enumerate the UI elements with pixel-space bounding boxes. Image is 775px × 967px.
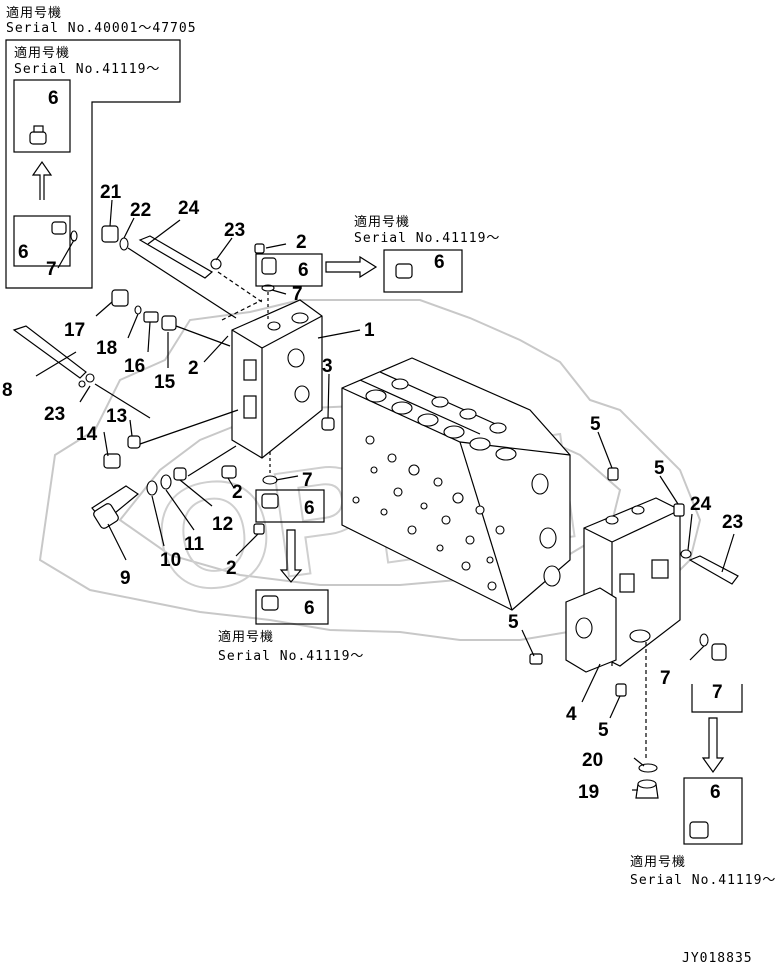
callout-23: 24 [690,494,712,515]
note-serial-40001: 適用号機 Serial No.40001～47705 [5,5,197,289]
svg-text:Serial No.41119～: Serial No.41119～ [354,231,500,246]
callout-6: 7 [712,682,723,703]
arrow-down-icon [701,717,725,774]
arrow-down-icon [279,529,303,583]
callout-18: 19 [578,782,599,803]
svg-text:6: 6 [18,242,29,263]
plug-part-icon [51,221,78,242]
note-serial: Serial No.40001～47705 [6,21,197,36]
svg-text:Serial No.41119～: Serial No.41119～ [218,649,364,664]
svg-text:適用号機: 適用号機 [14,45,70,61]
svg-text:6: 6 [434,252,445,273]
callout-5: 5 [598,720,609,741]
callout-15: 16 [124,356,145,377]
callout-7: 7 [660,668,671,689]
drawing-code: JY018835 [682,951,753,966]
callout-11: 12 [212,514,233,535]
callout-7: 7 [292,284,303,305]
svg-text:適用号機: 適用号機 [354,214,410,230]
callout-16: 17 [64,320,85,341]
callout-7: 7 [302,470,313,491]
callout-12: 13 [106,406,127,427]
callout-21: 22 [130,200,151,221]
callout-24: 24 [178,198,200,219]
callout-1: 1 [364,320,375,341]
callout-19: 20 [582,750,603,771]
svg-text:7: 7 [46,259,57,280]
leader-lines [35,199,735,791]
svg-text:適用号機: 適用号機 [630,854,686,870]
callout-13: 14 [76,424,98,445]
callout-23: 23 [224,220,245,241]
port-holes [352,378,561,591]
svg-text:Serial No.41119～: Serial No.41119～ [14,62,160,77]
callout-5: 5 [508,612,519,633]
callout-labels: 1 2 2 2 2 3 4 5 5 5 5 7 7 7 7 9 10 11 12… [2,182,743,803]
callout-17: 18 [96,338,117,359]
callout-3: 3 [322,356,333,377]
callout-5: 5 [654,458,665,479]
callout-10: 11 [184,534,205,555]
svg-text:6: 6 [304,598,315,619]
callout-2: 2 [226,558,237,579]
note-jp: 適用号機 [6,5,62,21]
arrow-right-icon [325,255,378,279]
svg-text:6: 6 [298,260,309,281]
callout-2: 2 [188,358,199,379]
callout-6: 6 [48,88,59,109]
note-serial-41119-upper: 適用号機 Serial No.41119～ 6 [325,214,500,293]
callout-20: 21 [100,182,122,203]
note-serial-41119-right: 6 適用号機 Serial No.41119～ [630,717,775,888]
callout-2: 2 [296,232,307,253]
callout-23: 23 [44,404,65,425]
callout-24: 8 [2,380,13,401]
callout-9: 10 [160,550,181,571]
left-end-section: 6 6 [12,225,335,535]
callout-8: 9 [120,568,131,589]
callout-5: 5 [590,414,601,435]
callout-22: 23 [722,512,743,533]
callout-2: 2 [232,482,243,503]
plug-part-icon [29,125,47,145]
callout-4: 4 [566,704,577,725]
svg-text:適用号機: 適用号機 [218,629,274,645]
note-serial-41119-lower: 6 適用号機 Serial No.41119～ [218,529,364,664]
svg-text:Serial No.41119～: Serial No.41119～ [630,873,775,888]
main-valve-block [341,357,571,611]
svg-text:6: 6 [710,782,721,803]
right-end-section [529,467,743,799]
callout-14: 15 [154,372,176,393]
arrow-up-icon [31,160,53,200]
note-serial-41119-inner: 適用号機 Serial No.41119～ 6 6 7 [13,45,160,280]
svg-text:6: 6 [304,498,315,519]
